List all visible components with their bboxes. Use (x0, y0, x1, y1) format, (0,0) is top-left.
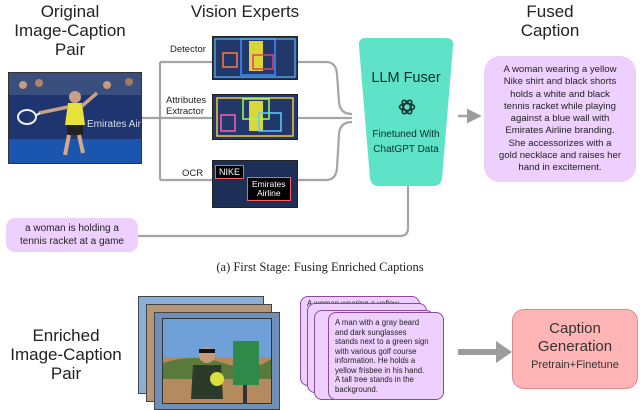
openai-logo-icon (397, 97, 417, 117)
ocr-tag-emirates: Emirates Airline (247, 177, 291, 201)
tennis-photo: Emirates Airline (8, 72, 142, 164)
caption-generation-subtitle: Pretrain+Finetune (531, 359, 619, 371)
llm-fuser-subtitle: Finetuned With ChatGPT Data (372, 129, 440, 155)
expert-output-lines (138, 60, 410, 238)
original-caption-text: a woman is holding a tennis racket at a … (20, 223, 124, 247)
fused-caption-box: A woman wearing a yellow Nike shirt and … (484, 56, 636, 182)
fused-caption-text: A woman wearing a yellow Nike shirt and … (498, 64, 622, 174)
original-caption-box: a woman is holding a tennis racket at a … (6, 218, 138, 252)
enriched-pair-title: Enriched Image-Caption Pair (10, 326, 122, 383)
attribute-boxes (213, 95, 297, 139)
attributes-extractor-label: Attributes Extractor (166, 95, 207, 117)
original-pair-title: Original Image-Caption Pair (14, 2, 126, 59)
ocr-label: OCR (182, 168, 204, 179)
detector-boxes (213, 37, 297, 79)
cards-to-generation-arrowhead (496, 341, 512, 363)
detector-thumbnail (212, 36, 298, 80)
caption-card-text: A man with a gray beard and dark sunglas… (335, 318, 429, 394)
tennis-photo-art: Emirates Airline (9, 73, 141, 163)
detector-label: Detector (170, 44, 206, 55)
caption-generation-title: Caption Generation (537, 320, 613, 355)
photo-banner-text: Emirates Airline (87, 119, 141, 130)
caption-card-front: A man with a gray beard and dark sunglas… (328, 312, 444, 400)
attributes-thumbnail (212, 94, 298, 140)
ocr-thumbnail: NIKE Emirates Airline (212, 160, 298, 208)
fused-caption-title: Fused Caption (520, 2, 580, 40)
stage-label: (a) First Stage: Fusing Enriched Caption… (216, 260, 424, 274)
golf-photo-art (163, 319, 271, 403)
expert-input-lines (140, 60, 212, 182)
caption-generation-box: Caption Generation Pretrain+Finetune (512, 309, 638, 389)
llm-fuser-title: LLM Fuser (371, 70, 441, 86)
vision-experts-title: Vision Experts (190, 2, 300, 21)
ocr-tag-nike: NIKE (215, 165, 245, 179)
golf-photo (162, 318, 272, 404)
